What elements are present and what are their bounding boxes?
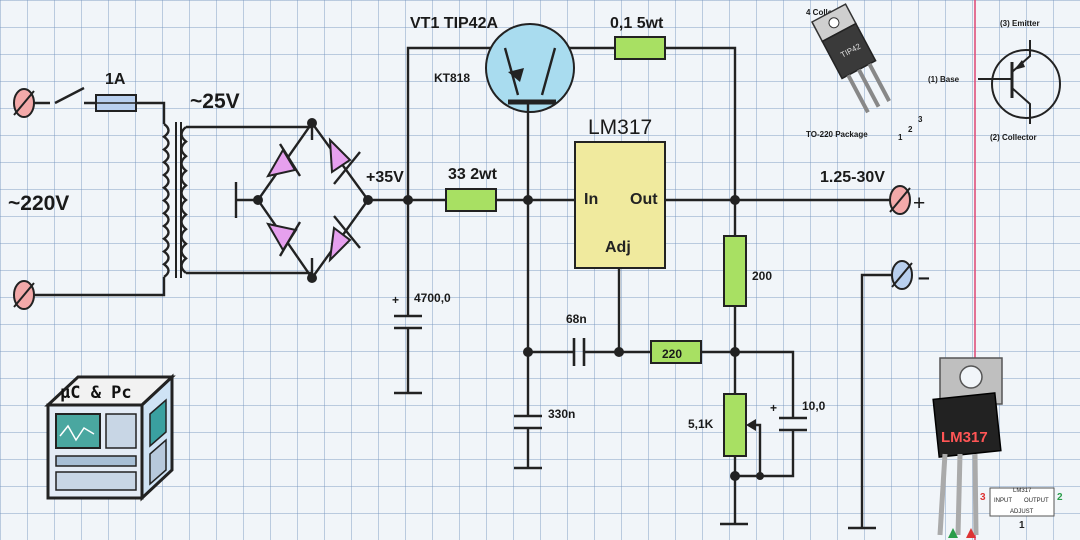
resistor-200 [723, 235, 747, 307]
label-plus: + [913, 192, 925, 215]
label-pin-in: In [584, 191, 598, 208]
label-sense-resistor: 0,1 5wt [610, 15, 664, 32]
logo-text: µC & Pc [60, 383, 132, 403]
transistor-vt1 [485, 23, 575, 115]
diode-3 [266, 221, 302, 257]
label-base: (1) Base [928, 75, 960, 84]
capacitor-10uf: + [770, 401, 807, 432]
transformer [161, 122, 314, 278]
terminal-ac-bottom [13, 280, 35, 310]
label-minus: – [918, 266, 930, 289]
lm317-num-output: 2 [1057, 492, 1063, 503]
label-rail: +35V [366, 169, 404, 186]
lm317-block [574, 141, 666, 269]
label-secondary: ~25V [190, 90, 240, 113]
label-res-200: 200 [752, 269, 772, 283]
label-emitter: (3) Emitter [1000, 19, 1040, 28]
svg-text:+: + [770, 401, 777, 415]
label-base-resistor: 33 2wt [448, 166, 498, 183]
label-fuse: 1A [105, 71, 126, 88]
label-regulator: LM317 [588, 116, 652, 139]
terminal-out-minus [891, 260, 913, 290]
label-pin-out: Out [630, 191, 658, 208]
main-wiring [368, 46, 894, 530]
pnp-symbol [978, 40, 1061, 124]
capacitor-330n [514, 414, 542, 430]
resistor-0-1 [614, 36, 666, 60]
capacitor-68n [572, 338, 586, 366]
label-to220-package: TO-220 Package [806, 130, 868, 139]
resistor-33 [445, 188, 497, 212]
to220-pinout: 4 Collector TIP42 TO-220 Package 1 2 3 (… [806, 3, 1061, 142]
label-cap-330n: 330n [548, 407, 575, 421]
resistor-220 [650, 340, 702, 364]
junction-dots [403, 195, 764, 481]
terminal-ac-top [13, 88, 35, 118]
label-cap-68n: 68n [566, 312, 587, 326]
lm317-num-input: 3 [980, 492, 986, 503]
lm317-marking: LM317 [941, 429, 988, 446]
potentiometer-5k1 [723, 393, 756, 457]
diode-2 [328, 137, 361, 185]
label-ac-input: ~220V [8, 192, 69, 215]
label-output-range: 1.25-30V [820, 169, 885, 186]
lm317-output-label: OUTPUT [1024, 498, 1049, 504]
ac-input-wiring [24, 86, 166, 297]
label-cap-10: 10,0 [802, 399, 826, 413]
label-transistor: VT1 TIP42A [410, 15, 498, 32]
lm317-adjust-label: ADJUST [1010, 509, 1034, 515]
label-res-220: 220 [662, 347, 682, 361]
bridge-rectifier [234, 118, 373, 283]
label-pot: 5,1K [688, 417, 714, 431]
label-pin-2: 2 [908, 125, 913, 134]
lm317-input-label: INPUT [994, 498, 1012, 504]
terminal-out-plus [889, 185, 911, 215]
label-pin-3: 3 [918, 115, 923, 124]
lm317-pinout: LM317 LM317 INPUT OUTPUT ADJUST 3 2 1 [932, 357, 1063, 538]
site-logo: µC & Pc [44, 373, 176, 502]
label-filter-cap: 4700,0 [414, 291, 451, 305]
lm317-num-adjust: 1 [1019, 520, 1025, 531]
label-to220-collector: 4 Collector [806, 8, 847, 17]
capacitor-4700: + [392, 293, 422, 330]
label-pin-adj: Adj [605, 239, 631, 256]
schematic-labels: ~220V 1A ~25V +35V VT1 TIP42A KT818 0,1 … [8, 15, 930, 431]
label-transistor-alt: KT818 [434, 71, 470, 85]
diode-4 [328, 215, 361, 263]
label-collector: (2) Collector [990, 133, 1037, 142]
svg-text:+: + [392, 293, 399, 307]
diode-1 [265, 143, 302, 178]
lm317-box-title: LM317 [1013, 488, 1032, 494]
label-pin-1: 1 [898, 133, 903, 142]
